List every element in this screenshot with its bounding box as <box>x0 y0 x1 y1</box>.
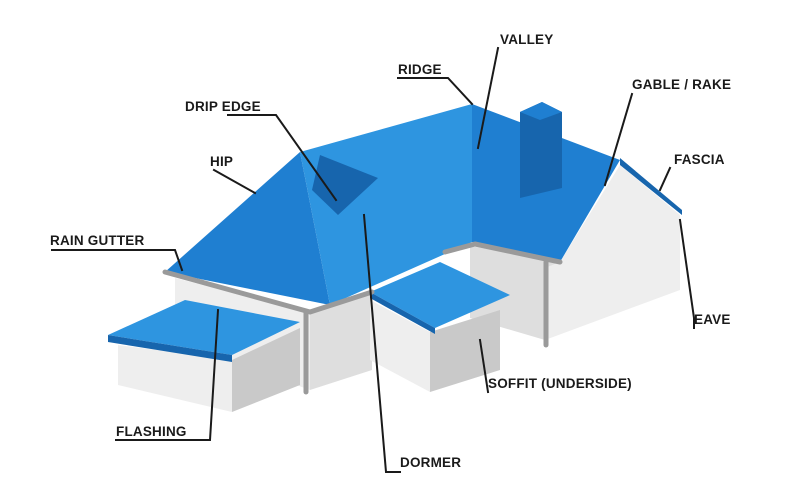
label-fascia: FASCIA <box>674 152 725 167</box>
label-gable-rake: GABLE / RAKE <box>632 77 731 92</box>
roof-surfaces <box>108 102 682 362</box>
leader-lines <box>51 46 695 473</box>
label-flashing: FLASHING <box>116 424 187 439</box>
label-ridge: RIDGE <box>398 62 442 77</box>
label-soffit: SOFFIT (UNDERSIDE) <box>488 376 632 391</box>
gutters <box>162 241 563 395</box>
label-hip: HIP <box>210 154 233 169</box>
label-valley: VALLEY <box>500 32 553 47</box>
label-rain-gutter: RAIN GUTTER <box>50 233 144 248</box>
labels: VALLEY RIDGE GABLE / RAKE DRIP EDGE HIP … <box>50 32 731 470</box>
label-dormer: DORMER <box>400 455 461 470</box>
label-eave: EAVE <box>694 312 731 327</box>
label-drip-edge: DRIP EDGE <box>185 99 261 114</box>
